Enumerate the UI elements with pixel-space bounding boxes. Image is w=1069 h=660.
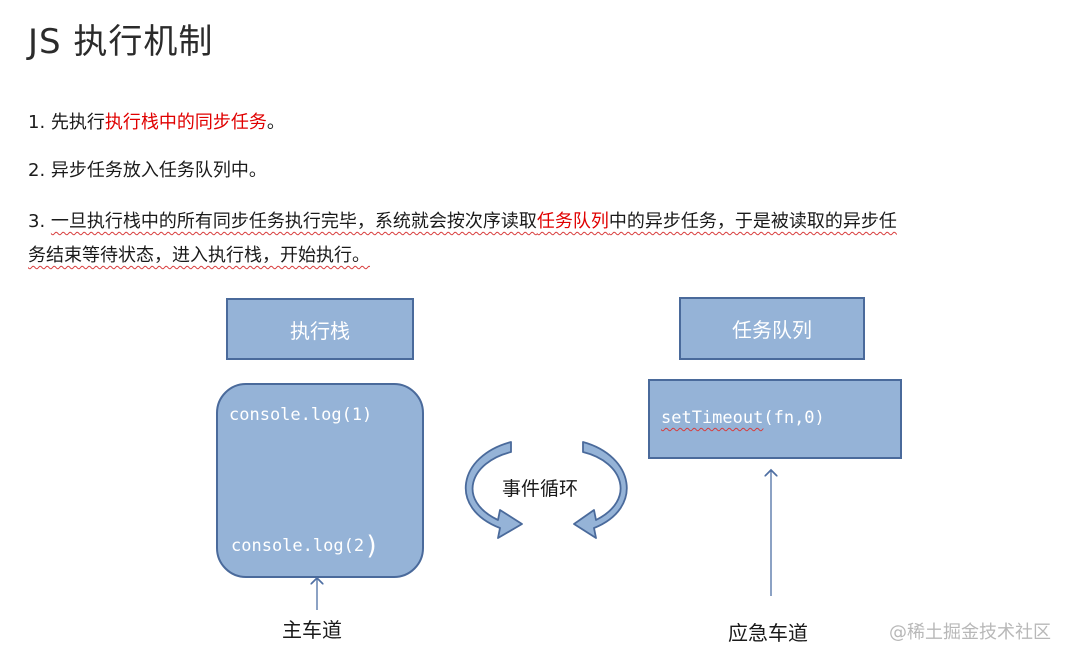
queue-code-line: setTimeout(fn,0) — [661, 408, 825, 428]
stack-code-line-2-text: console.log(2 — [231, 536, 365, 556]
step-1-suffix: 。 — [266, 112, 285, 133]
page-title: JS 执行机制 — [28, 22, 214, 62]
stack-code-line-2: console.log(2) — [231, 531, 380, 561]
step-2: 2. 异步任务放入任务队列中。 — [28, 160, 267, 181]
task-queue-title: 任务队列 — [732, 318, 812, 342]
event-loop-label: 事件循环 — [502, 478, 579, 500]
step-3-part-2: 中的异步任务，于是被读取的异步任 — [608, 211, 897, 232]
stack-code-line-2-paren: ) — [364, 531, 380, 561]
step-3-number: 3. — [28, 211, 51, 232]
execution-stack-title: 执行栈 — [290, 318, 350, 343]
step-3-highlight: 任务队列 — [536, 211, 609, 232]
step-1-highlight: 执行栈中的同步任务 — [104, 112, 267, 133]
step-1: 1. 先执行执行栈中的同步任务。 — [28, 106, 285, 140]
main-lane-label: 主车道 — [282, 618, 342, 642]
emergency-lane-label: 应急车道 — [728, 621, 808, 645]
step-3-part-1: 一旦执行栈中的所有同步任务执行完毕，系统就会按次序读取 — [50, 211, 537, 232]
queue-code-args: (fn,0) — [763, 408, 825, 428]
task-queue-body: setTimeout(fn,0) — [648, 379, 902, 459]
step-1-prefix: 1. 先执行 — [28, 112, 105, 133]
step-3-part-3: 务结束等待状态，进入执行栈，开始执行。 — [28, 245, 370, 266]
execution-stack-header: 执行栈 — [226, 298, 414, 360]
stack-code-line-1: console.log(1) — [229, 405, 373, 425]
execution-stack-body: console.log(1) console.log(2) — [216, 383, 424, 578]
step-3: 3. 一旦执行栈中的所有同步任务执行完毕，系统就会按次序读取任务队列中的异步任务… — [28, 205, 1048, 273]
task-queue-header: 任务队列 — [679, 297, 865, 360]
queue-code-fn: setTimeout — [661, 408, 764, 428]
watermark: @稀土掘金技术社区 — [889, 622, 1051, 643]
event-loop-arrows-icon — [464, 441, 628, 539]
